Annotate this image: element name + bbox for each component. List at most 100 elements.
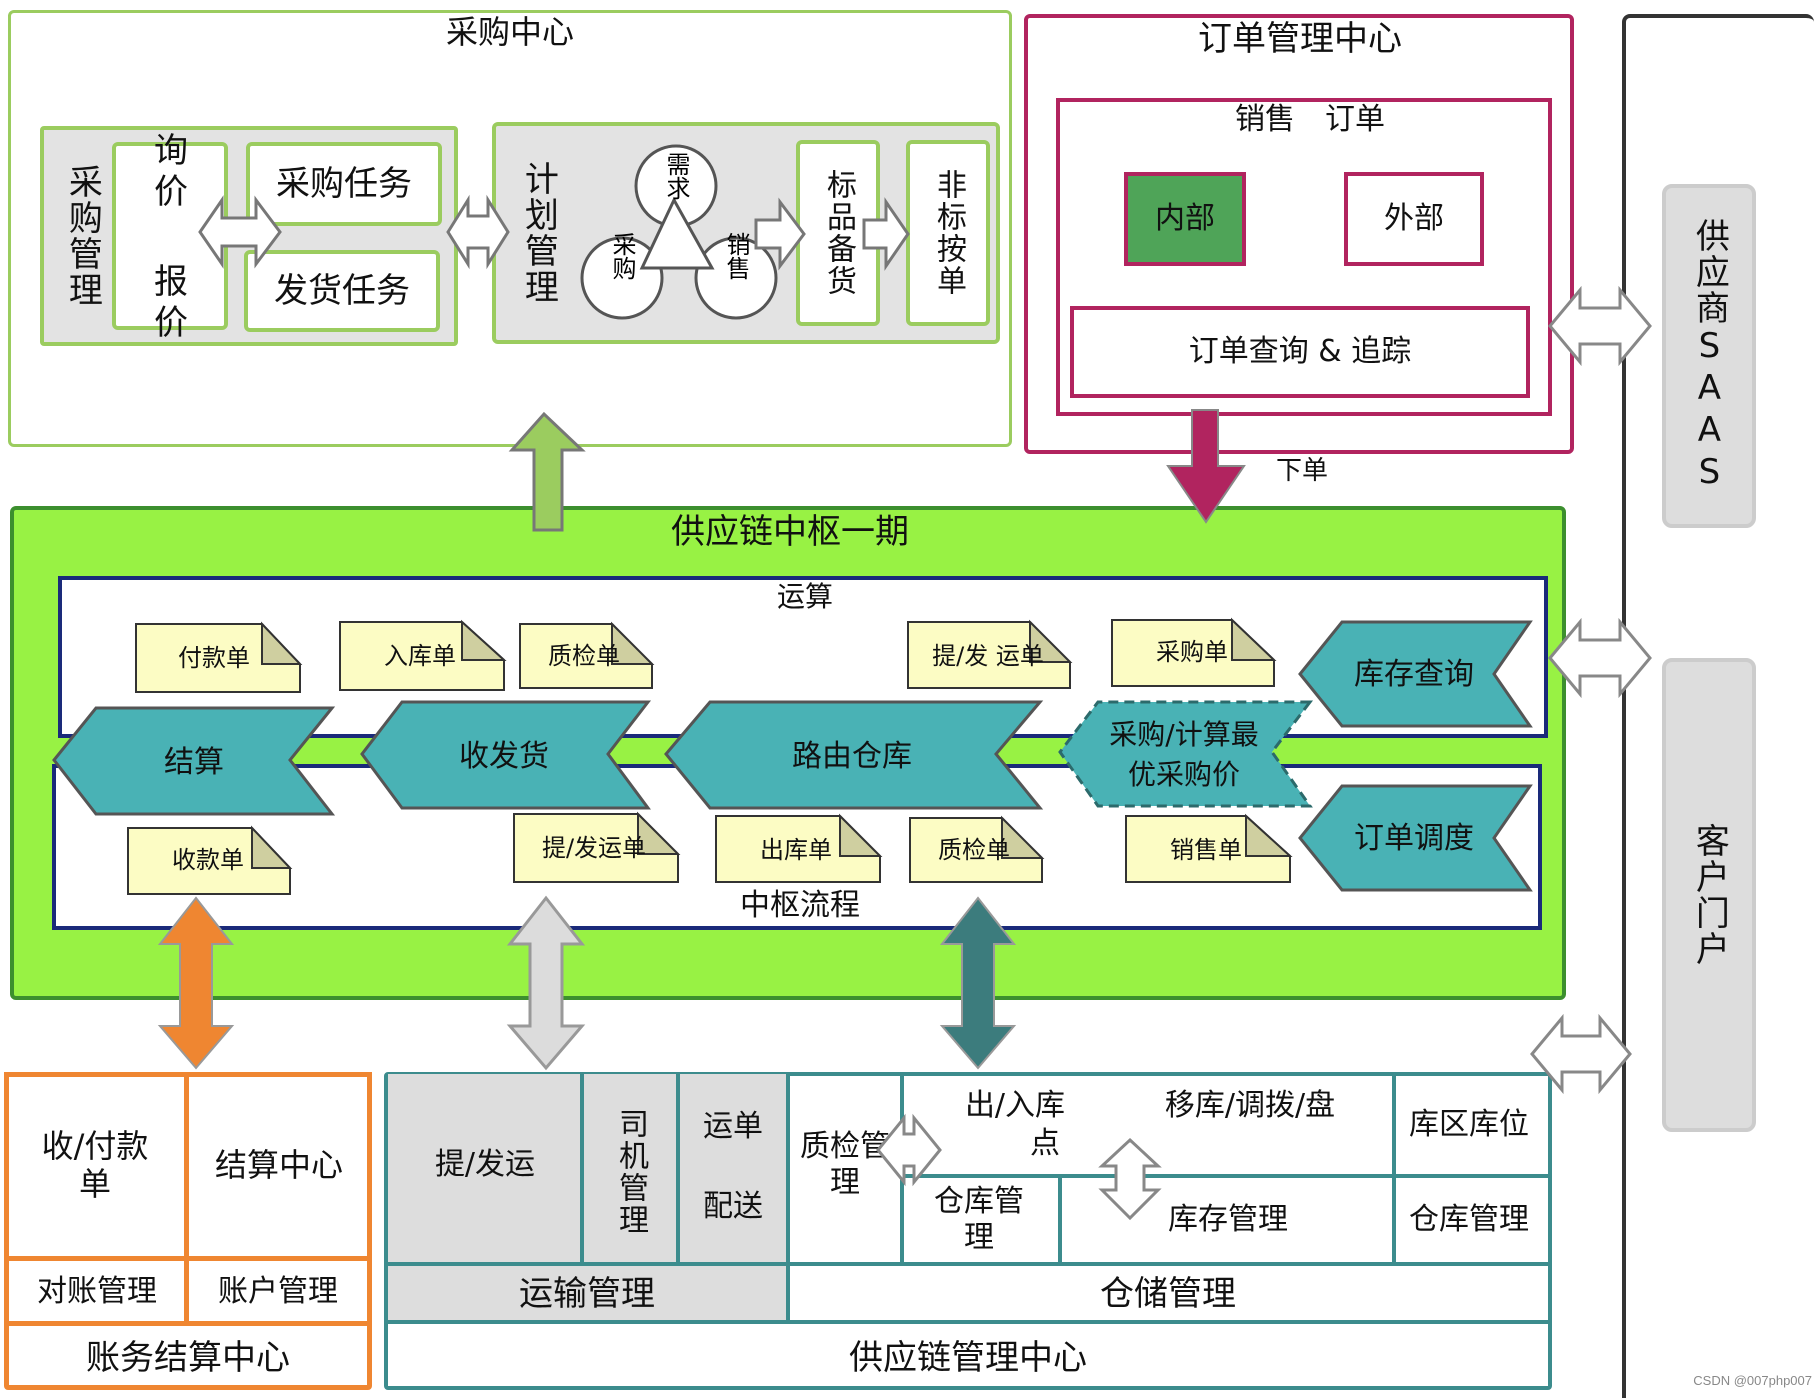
doc-bottom-2-text: 出库单 xyxy=(760,836,832,864)
storage-h-arrow xyxy=(876,1113,942,1187)
stock-mgmt-cell[interactable]: 库存管理 xyxy=(1168,1202,1288,1237)
settlement-center-title: 账务结算中心 xyxy=(86,1337,290,1378)
order-center xyxy=(1024,14,1574,454)
hsep-1 xyxy=(388,1262,1548,1266)
sales-order-box xyxy=(1056,98,1552,416)
plan-mgmt-label: 计划管理 xyxy=(518,161,559,305)
sep-2 xyxy=(676,1074,680,1264)
chevron-best-price-label: 采购/计算最 xyxy=(1109,718,1258,751)
chevron-shipping xyxy=(360,700,652,810)
settlement-center-cell[interactable]: 结算中心 xyxy=(214,1145,343,1184)
chevron-inventory-label: 库存查询 xyxy=(1354,657,1474,692)
transport-area xyxy=(388,1074,786,1324)
chevron-best-price-label-2: 优采购价 xyxy=(1128,758,1240,791)
waybill-label[interactable]: 运单 xyxy=(703,1109,763,1144)
settlement-hline xyxy=(4,1256,372,1261)
doc-bottom-0-text: 收款单 xyxy=(172,846,244,874)
order-center-title: 订单管理中心 xyxy=(1198,18,1402,59)
doc-bottom-1-text: 提/发运单 xyxy=(542,834,646,862)
scm-grid-border xyxy=(388,1074,1548,1324)
double-arrow-1 xyxy=(198,195,282,269)
wh-mgmt-cell-2[interactable]: 仓库管理 xyxy=(1409,1202,1529,1237)
sep-1 xyxy=(580,1074,584,1264)
circle-purchase-text: 采购 xyxy=(608,232,636,280)
doc-bottom-0 xyxy=(127,825,293,895)
right-channel-border xyxy=(1622,14,1814,1398)
circle-sales-text: 销售 xyxy=(722,232,750,280)
transport-mgmt[interactable]: 运输管理 xyxy=(519,1273,655,1314)
chevron-dispatch xyxy=(1298,784,1533,892)
supplier-saas-label: 供应商SAAS xyxy=(1689,218,1730,494)
doc-bottom-4-text: 销售单 xyxy=(1170,836,1242,864)
hub-title: 供应链中枢一期 xyxy=(671,511,909,552)
doc-bottom-1 xyxy=(513,811,681,883)
nonstd-order-label: 非标按单 xyxy=(931,169,966,297)
reconcile-cell[interactable]: 对账管理 xyxy=(37,1274,157,1309)
arrow-right-2 xyxy=(862,197,910,271)
order-down-arrow xyxy=(1166,409,1246,524)
grey-double-arrow xyxy=(506,895,586,1071)
watermark: CSDN @007php007 xyxy=(1693,1373,1812,1388)
point-label: 点 xyxy=(1030,1126,1060,1161)
purchase-task-box[interactable]: 采购任务 xyxy=(246,142,442,226)
payments-cell[interactable]: 收/付款单 xyxy=(41,1126,149,1203)
chevron-dispatch-label: 订单调度 xyxy=(1354,821,1474,856)
procurement-center-title: 采购中心 xyxy=(445,12,574,51)
flow-label: 中枢流程 xyxy=(740,888,860,923)
side-arrow-scm xyxy=(1530,1013,1632,1095)
std-stock-label: 标品备货 xyxy=(821,169,856,297)
doc-top-3 xyxy=(907,619,1073,689)
doc-top-0 xyxy=(135,621,303,693)
green-up-arrow xyxy=(508,411,586,532)
chevron-settle xyxy=(52,706,336,816)
hub-docs xyxy=(127,617,1293,895)
orange-double-arrow xyxy=(157,896,235,1070)
move-label: 移库/调拨/盘 xyxy=(1164,1088,1336,1123)
side-arrow-hub xyxy=(1548,617,1652,699)
calc-label: 运算 xyxy=(776,580,833,614)
doc-top-4-text: 采购单 xyxy=(1156,638,1228,666)
account-cell[interactable]: 账户管理 xyxy=(218,1274,338,1309)
doc-top-3-text: 提/发 运单 xyxy=(932,642,1044,670)
customer-portal-label: 客户门户 xyxy=(1689,823,1730,967)
chevron-settle-label: 结算 xyxy=(164,745,224,780)
internal-order-box[interactable]: 内部 xyxy=(1124,172,1246,266)
chevron-inventory xyxy=(1298,620,1533,728)
pickup-cell[interactable]: 提/发运 xyxy=(434,1147,536,1182)
hsep-2 xyxy=(900,1174,1548,1178)
order-query-box[interactable]: 订单查询 & 追踪 xyxy=(1070,306,1530,398)
doc-top-1-text: 入库单 xyxy=(384,642,456,670)
ship-task-box[interactable]: 发货任务 xyxy=(244,250,440,332)
sep-6 xyxy=(1392,1074,1396,1264)
external-order-box[interactable]: 外部 xyxy=(1344,172,1484,266)
driver-cell[interactable]: 司机管理 xyxy=(613,1108,648,1236)
delivery-label[interactable]: 配送 xyxy=(703,1189,763,1224)
doc-bottom-3-text: 质检单 xyxy=(938,836,1010,864)
plan-cycle: 需求 采购 销售 xyxy=(580,144,778,320)
double-arrow-2 xyxy=(446,194,510,270)
chevron-route xyxy=(664,700,1044,810)
inquiry-label: 询价 xyxy=(154,131,188,212)
sales-order-label: 销售 订单 xyxy=(1235,102,1385,137)
customer-portal-box[interactable]: 客户门户 xyxy=(1662,658,1756,1132)
doc-top-2-text: 质检单 xyxy=(548,642,620,670)
chevron-route-label: 路由仓库 xyxy=(792,739,912,774)
cycle-triangle xyxy=(639,196,715,270)
doc-bottom-3 xyxy=(909,815,1045,883)
sep-5 xyxy=(1058,1176,1062,1264)
side-arrow-order xyxy=(1548,285,1652,367)
doc-top-2 xyxy=(519,621,655,689)
quote-label: 报价 xyxy=(154,262,188,343)
storage-mgmt[interactable]: 仓储管理 xyxy=(1100,1273,1236,1314)
doc-top-4 xyxy=(1111,617,1277,687)
teal-double-arrow xyxy=(939,896,1017,1070)
supplier-saas-box[interactable]: 供应商SAAS xyxy=(1662,184,1756,528)
wh-mgmt-cell[interactable]: 仓库管理 xyxy=(934,1184,1024,1255)
scm-center xyxy=(384,1072,1552,1390)
nonstd-order-box[interactable]: 非标按单 xyxy=(906,140,990,326)
procure-arrows xyxy=(198,194,910,271)
qc-mgmt-cell[interactable]: 质检管理 xyxy=(800,1129,890,1200)
chevron-shipping-label: 收发货 xyxy=(459,739,549,774)
zone-cell[interactable]: 库区库位 xyxy=(1409,1107,1529,1142)
